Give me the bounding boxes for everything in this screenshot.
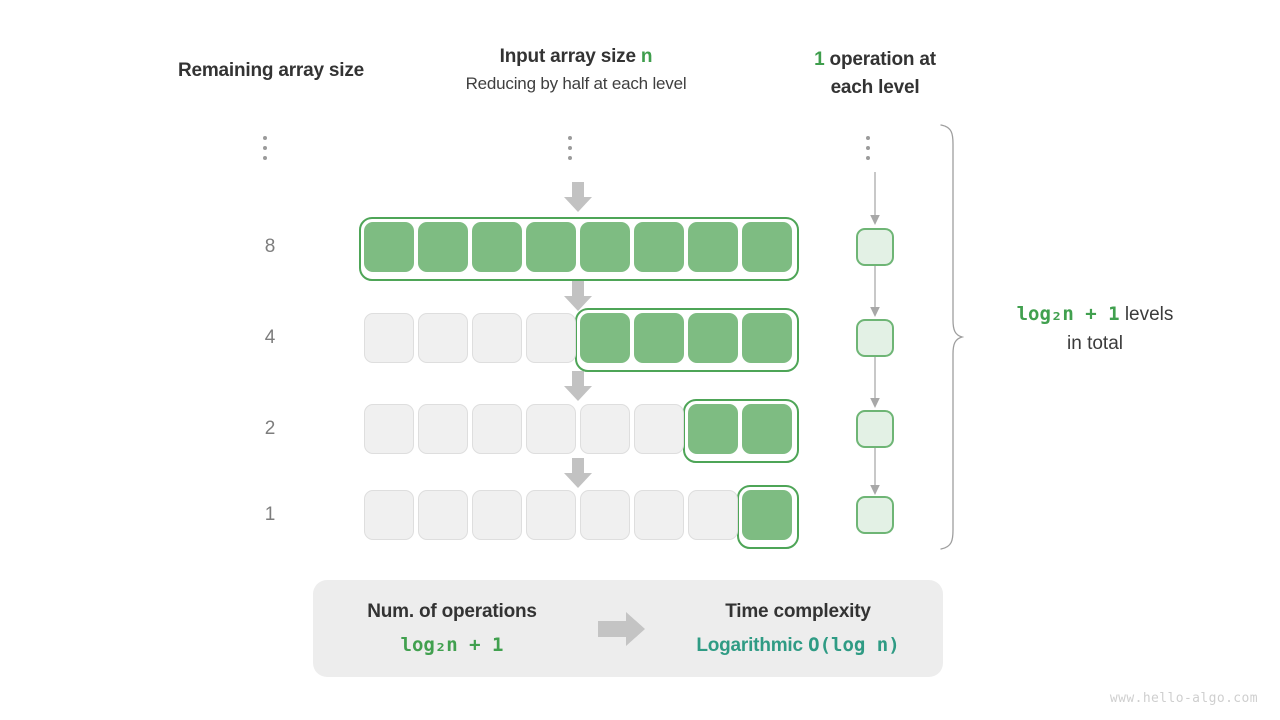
array-row-3 [364,485,799,549]
array-cell [742,490,792,540]
dot [263,136,267,140]
header-remaining-array-size: Remaining array size [177,60,365,81]
array-cell [418,222,468,272]
header-operations-per-level: 1 operation at each level [780,46,970,101]
down-arrow-icon-0 [561,182,595,212]
array-cell [634,222,684,272]
ellipsis-middle-column [568,136,572,160]
dot [263,156,267,160]
array-cell [364,313,414,363]
array-cell [526,222,576,272]
dot [568,136,572,140]
levels-annotation-line1: log₂n + 1 levels [975,300,1215,330]
connector-arrow-2 [868,357,882,409]
header-input-array-size-title: Input array size n [420,46,732,68]
header-input-subtitle: Reducing by half at each level [465,74,687,93]
ellipsis-left-column [263,136,267,160]
dot [866,156,870,160]
highlight-box-row-2 [683,399,799,463]
levels-label: levels [1124,304,1174,325]
down-arrow-icon-2 [561,371,595,401]
array-cell [634,313,684,363]
dot [263,146,267,150]
array-cell [742,404,792,454]
summary-operations-value: log₂n + 1 [313,634,591,657]
dot [866,146,870,150]
levels-annotation-line2: in total [1067,332,1123,354]
levels-formula: log₂n + 1 [1016,303,1120,325]
down-arrow-icon-1 [561,281,595,311]
connector-arrow-3 [868,448,882,496]
dot [866,136,870,140]
header-input-accent-n: n [640,46,653,67]
array-cell [526,404,576,454]
array-cell [688,222,738,272]
array-cell [418,313,468,363]
summary-arrow-icon [591,611,653,646]
array-cell [526,490,576,540]
array-cell [418,490,468,540]
connector-arrow-1 [868,266,882,318]
ellipsis-right-column [866,136,870,160]
row-label-0: 8 [264,236,276,257]
watermark: www.hello-algo.com [1109,691,1258,706]
array-row-0 [359,217,799,281]
header-input-array-size: Input array size n Reducing by half at e… [420,46,732,94]
array-cell [364,404,414,454]
header-operations-accent-1: 1 [814,49,825,70]
dot [568,156,572,160]
array-cell [472,490,522,540]
operation-box-0 [856,228,894,266]
operation-box-3 [856,496,894,534]
header-operations-line2: each level [830,76,920,98]
array-cell [580,313,630,363]
summary-operations-formula: log₂n + 1 [400,633,504,656]
array-cell [580,222,630,272]
highlight-box-row-0 [359,217,799,281]
summary-complexity-value: Logarithmic O(log n) [653,634,943,657]
array-cell [634,404,684,454]
operation-box-2 [856,410,894,448]
array-cell [688,490,738,540]
array-cell [580,404,630,454]
summary-complexity-block: Time complexity Logarithmic O(log n) [653,601,943,657]
operation-box-1 [856,319,894,357]
summary-complexity-word: Logarithmic [696,634,803,656]
array-cell [472,222,522,272]
array-cell [526,313,576,363]
summary-operations-block: Num. of operations log₂n + 1 [313,601,591,657]
row-label-1: 4 [264,327,276,348]
array-cell [634,490,684,540]
array-cell [688,404,738,454]
header-operations-text1: operation at [824,49,937,70]
array-cell [688,313,738,363]
row-label-2: 2 [264,418,276,439]
connector-arrow-0 [868,172,882,226]
array-cell [472,313,522,363]
header-operations-line1: 1 operation at [780,46,970,74]
summary-operations-title: Num. of operations [367,600,537,622]
array-cell [742,222,792,272]
highlight-box-row-1 [575,308,799,372]
down-arrow-icon-3 [561,458,595,488]
array-cell [580,490,630,540]
highlight-box-row-3 [737,485,799,549]
summary-complexity-title: Time complexity [725,600,871,622]
header-input-prefix: Input array size [499,46,641,67]
array-row-1 [364,308,799,372]
array-cell [742,313,792,363]
array-cell [364,490,414,540]
summary-panel: Num. of operations log₂n + 1 Time comple… [313,580,943,677]
array-cell [418,404,468,454]
levels-annotation: log₂n + 1 levels in total [975,300,1215,358]
dot [568,146,572,150]
array-cell [472,404,522,454]
row-label-3: 1 [264,504,276,525]
array-cell [364,222,414,272]
summary-complexity-bigo: O(log n) [808,633,900,656]
array-row-2 [364,399,799,463]
levels-brace-icon [938,124,965,555]
